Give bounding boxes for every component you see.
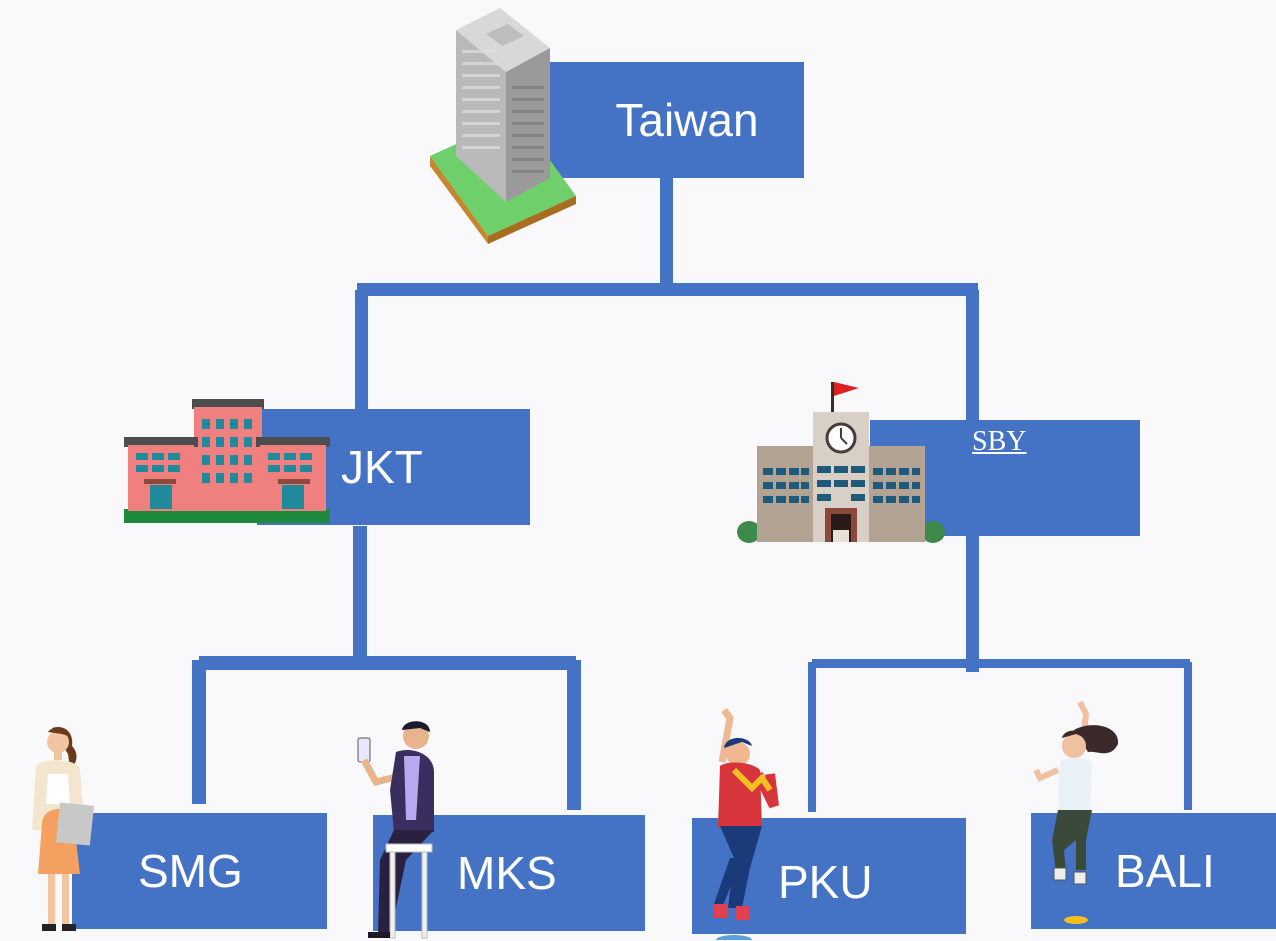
connector-jkt-drop: [355, 290, 368, 412]
connector-smg-drop: [192, 660, 206, 804]
connector-mks-drop: [567, 660, 581, 810]
connector-pku-drop: [808, 662, 816, 812]
red-office-building-icon: [124, 399, 330, 523]
man-on-stool-with-phone-icon: [357, 721, 434, 939]
node-taiwan: Taiwan: [548, 62, 804, 178]
connector-jkt-children-bar: [199, 656, 576, 670]
connector-root-stem: [660, 176, 673, 292]
connector-sby-drop: [966, 290, 979, 424]
connector-bali-drop: [1184, 662, 1192, 810]
node-bali-label: BALI: [1115, 845, 1215, 897]
node-sby-label: SBY: [972, 426, 1027, 457]
office-tower-icon: [430, 8, 576, 244]
node-mks-label: MKS: [457, 847, 557, 899]
node-taiwan-label: Taiwan: [615, 94, 759, 146]
connector-sby-stem: [966, 534, 979, 672]
connector-sby-children-bar: [812, 659, 1190, 668]
cheering-man-icon: [714, 708, 779, 940]
node-pku-label: PKU: [778, 856, 873, 908]
node-smg-label: SMG: [138, 845, 243, 897]
jumping-woman-icon: [1033, 700, 1119, 924]
clock-tower-school-icon: [737, 382, 945, 543]
connector-jkt-stem: [353, 526, 367, 660]
node-mks: MKS: [373, 815, 645, 931]
node-smg: SMG: [72, 813, 327, 929]
node-jkt-label: JKT: [341, 441, 423, 493]
woman-with-folder-icon: [32, 726, 94, 931]
connector-level1-bar: [357, 283, 978, 296]
